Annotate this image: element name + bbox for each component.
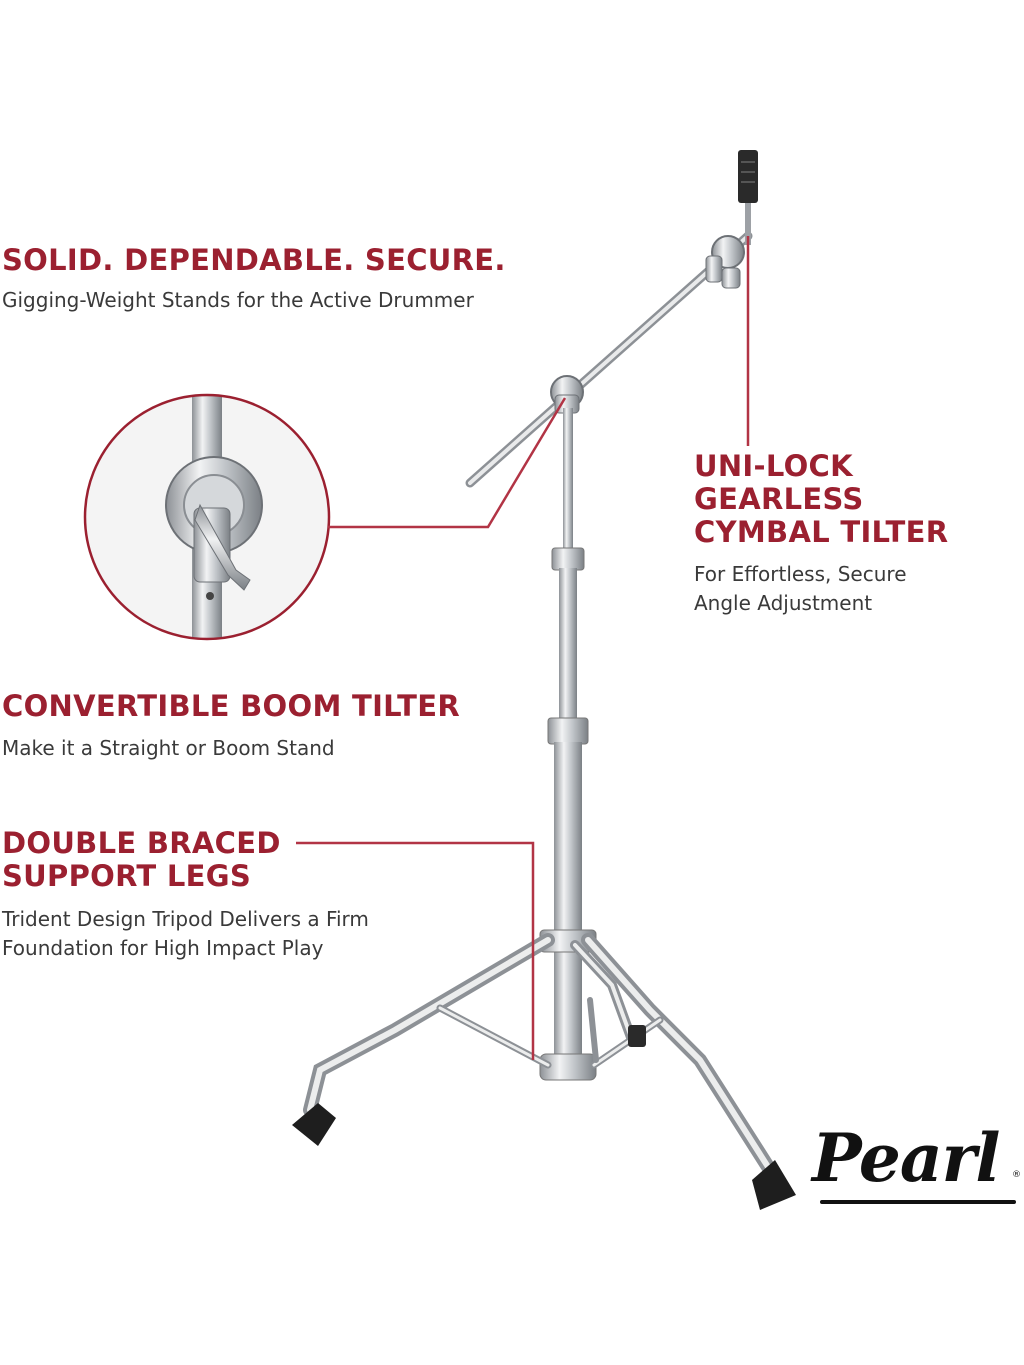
rubber-feet	[292, 1025, 796, 1210]
headline-uni-lock-line-1: UNI-LOCK	[694, 449, 853, 483]
subtitle-gigging-weight: Gigging-Weight Stands for the Active Dru…	[2, 288, 474, 312]
subtitle-double-braced: Trident Design Tripod Delivers a Firm Fo…	[2, 905, 369, 963]
pearl-logo-underline	[820, 1200, 1016, 1204]
pearl-logo-wordmark: Pearl	[812, 1119, 1000, 1197]
headline-double-braced: DOUBLE BRACED SUPPORT LEGS	[2, 827, 281, 893]
tripod-legs	[303, 933, 777, 1177]
boom-joint	[550, 375, 584, 414]
headline-solid-dependable-secure: SOLID. DEPENDABLE. SECURE.	[2, 243, 506, 277]
headline-uni-lock: UNI-LOCK GEARLESS CYMBAL TILTER	[694, 450, 948, 549]
subtitle-double-braced-line-1: Trident Design Tripod Delivers a Firm	[2, 907, 369, 931]
subtitle-double-braced-line-2: Foundation for High Impact Play	[2, 936, 324, 960]
headline-double-braced-line-2: SUPPORT LEGS	[2, 859, 252, 893]
subtitle-uni-lock: For Effortless, Secure Angle Adjustment	[694, 560, 907, 618]
boom-arm	[465, 231, 753, 488]
headline-double-braced-line-1: DOUBLE BRACED	[2, 826, 281, 860]
stand-tube	[539, 408, 597, 1081]
tilter-detail-circle	[83, 393, 331, 641]
headline-uni-lock-line-3: CYMBAL TILTER	[694, 515, 949, 549]
registered-mark: ®	[1012, 1170, 1021, 1180]
top-tilter	[705, 150, 758, 289]
headline-convertible-boom-tilter: CONVERTIBLE BOOM TILTER	[2, 689, 460, 723]
subtitle-uni-lock-line-1: For Effortless, Secure	[694, 562, 907, 586]
subtitle-convertible: Make it a Straight or Boom Stand	[2, 736, 335, 760]
headline-uni-lock-line-2: GEARLESS	[694, 482, 864, 516]
pearl-logo: Pearl ®	[812, 1118, 1022, 1214]
subtitle-uni-lock-line-2: Angle Adjustment	[694, 591, 873, 615]
callout-lines	[296, 236, 750, 1060]
